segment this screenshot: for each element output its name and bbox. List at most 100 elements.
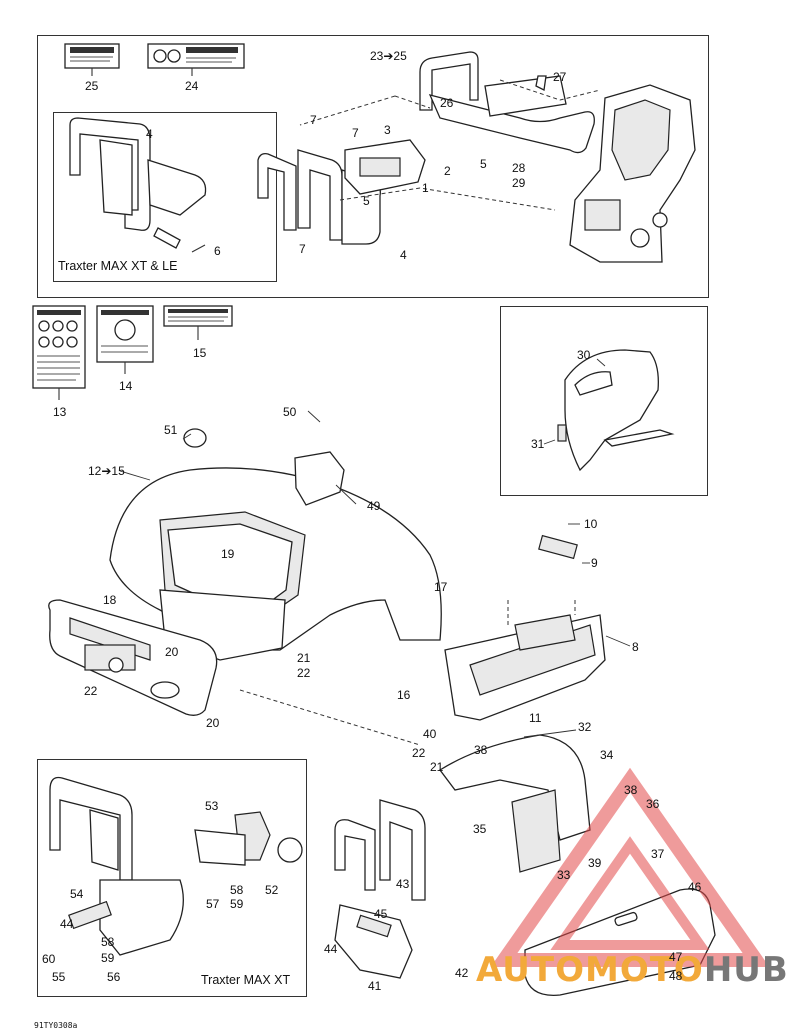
rear-fender [439,734,591,873]
callout: 59 [101,951,115,965]
callout: 56 [107,970,121,984]
caption-bottom-inset: Traxter MAX XT [201,973,291,987]
callout: 2 [444,164,451,178]
decal-24 [147,43,245,69]
callout: 31 [531,437,545,451]
callout: 47 [669,950,683,964]
callout: 59 [230,897,244,911]
callout: 16 [397,688,411,702]
caption-top-inset: Traxter MAX XT & LE [58,259,178,273]
callout: 28 [512,161,526,175]
watermark-part-1: AUTO [476,950,585,990]
footrest [444,534,606,721]
callout: 8 [632,640,639,654]
callout: 23➔25 [370,49,407,63]
callout: 6 [214,244,221,258]
fender-side-inset [557,349,675,472]
callout: 60 [42,952,56,966]
callout: 27 [553,70,567,84]
callout: 21 [430,760,444,774]
watermark-part-2: MOTO [584,950,704,990]
callout: 46 [688,880,702,894]
callout: 22 [297,666,311,680]
front-bumper-main [257,139,426,245]
callout: 21 [297,651,311,665]
callout: 58 [101,935,115,949]
callout: 15 [193,346,207,360]
decal-14 [96,305,154,363]
front-bumper-18 [48,599,218,716]
callout: 7 [352,126,359,140]
callout: 32 [578,720,592,734]
callout: 9 [591,556,598,570]
watermark-text: AUTOMOTOHUB [476,950,789,990]
callout: 44 [60,917,74,931]
callout: 38 [624,783,638,797]
callout: 19 [221,547,235,561]
callout: 33 [557,868,571,882]
callout: 1 [422,181,429,195]
vehicle-frame [569,84,696,263]
watermark-part-3: HUB [703,950,789,990]
callout: 34 [600,748,614,762]
callout: 37 [651,847,665,861]
callout: 4 [146,127,153,141]
callout: 50 [283,405,297,419]
callout: 48 [669,969,683,983]
callout: 12➔15 [88,464,125,478]
callout: 5 [363,194,370,208]
callout: 36 [646,797,660,811]
callout: 24 [185,79,199,93]
callout: 38 [474,743,488,757]
callout: 43 [396,877,410,891]
callout: 17 [434,580,448,594]
callout: 41 [368,979,382,993]
rear-rack [419,51,595,154]
callout: 20 [165,645,179,659]
callout: 45 [374,907,388,921]
rear-bumper-43 [334,799,426,979]
callout: 22 [412,746,426,760]
callout: 35 [473,822,487,836]
callout: 14 [119,379,133,393]
reference-code: 91TY0308a [34,1021,78,1030]
callout: 20 [206,716,220,730]
bottom-inset-frame [37,759,307,997]
callout: 40 [423,727,437,741]
callout: 10 [584,517,598,531]
front-bumper-inset [69,117,207,253]
callout: 26 [440,96,454,110]
decal-15 [163,305,233,327]
callout: 22 [84,684,98,698]
callout: 11 [529,711,542,725]
callout: 25 [85,79,99,93]
callout: 57 [206,897,220,911]
callout: 3 [384,123,391,137]
callout: 13 [53,405,67,419]
front-bumper-inset-bottom [49,776,303,956]
callout: 53 [205,799,219,813]
callout: 5 [480,157,487,171]
callout: 42 [455,966,469,980]
right-inset-frame [500,306,708,496]
callout: 55 [52,970,66,984]
callout: 29 [512,176,526,190]
callout: 39 [588,856,602,870]
callout: 4 [400,248,407,262]
watermark-triangle [490,767,770,967]
callout: 7 [310,113,317,127]
callout: 7 [299,242,306,256]
front-fender [109,428,442,661]
callout: 49 [367,499,381,513]
callout: 54 [70,887,84,901]
decal-13 [32,305,86,389]
callout: 51 [164,423,178,437]
callout: 18 [103,593,117,607]
top-frame [37,35,709,298]
top-inset-frame [53,112,277,282]
decal-25 [64,43,120,69]
callout: 58 [230,883,244,897]
callout: 44 [324,942,338,956]
callout: 52 [265,883,279,897]
